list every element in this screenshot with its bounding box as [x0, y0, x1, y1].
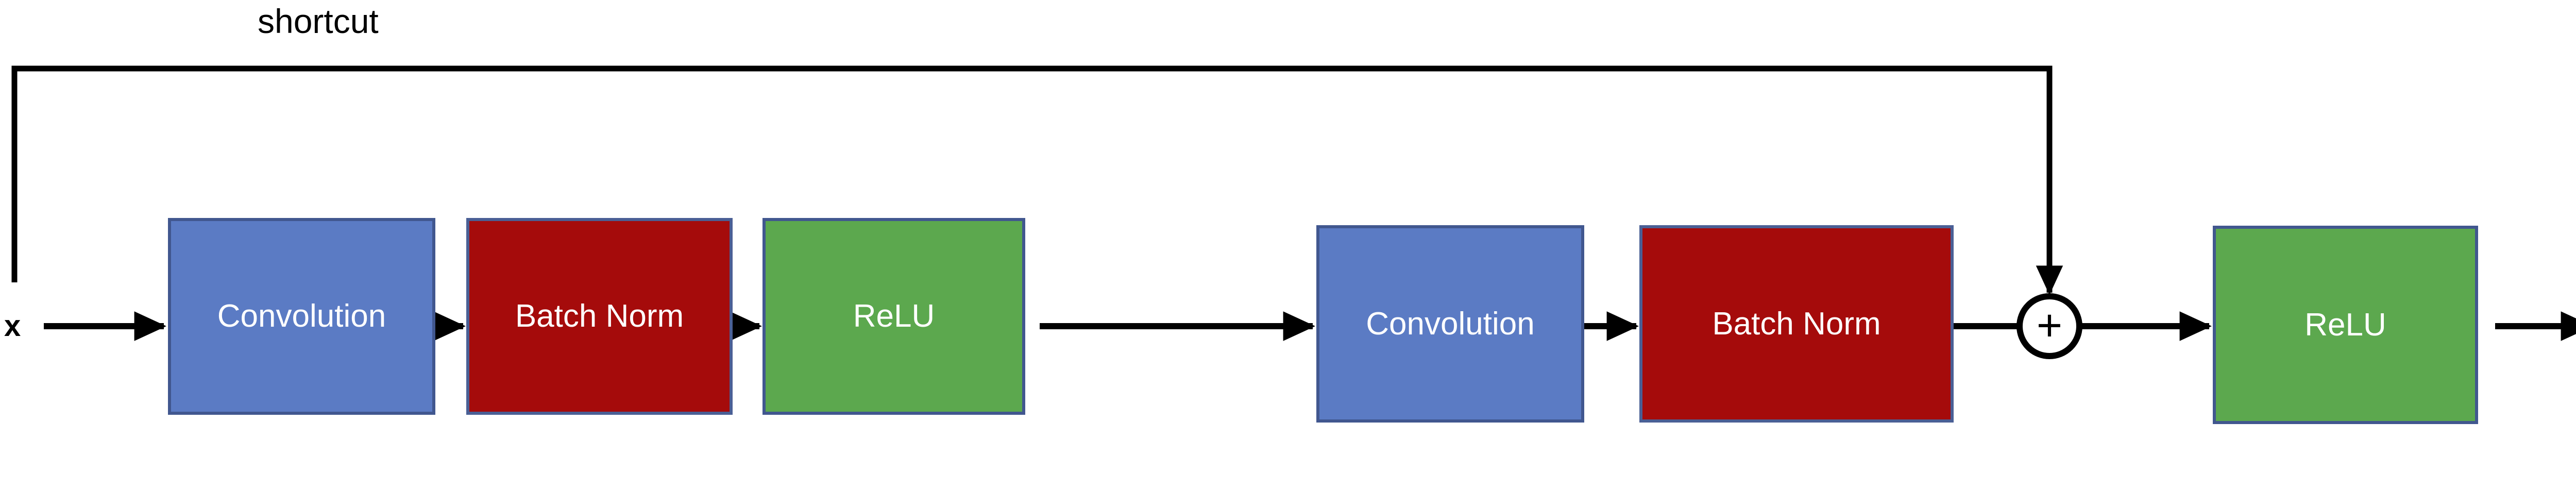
node-batchnorm-2[interactable]: Batch Norm	[1639, 225, 1954, 423]
node-batchnorm-1[interactable]: Batch Norm	[466, 218, 733, 415]
node-convolution-2-label: Convolution	[1366, 306, 1535, 342]
node-relu-2[interactable]: ReLU	[2213, 226, 2478, 424]
node-convolution-1[interactable]: Convolution	[168, 218, 435, 415]
node-relu-2-label: ReLU	[2304, 307, 2386, 343]
node-batchnorm-1-label: Batch Norm	[515, 298, 684, 334]
node-convolution-2[interactable]: Convolution	[1316, 225, 1584, 423]
input-label: x	[4, 309, 21, 343]
shortcut-label: shortcut	[258, 2, 379, 40]
node-relu-1[interactable]: ReLU	[762, 218, 1025, 415]
adder-plus-icon: +	[2036, 300, 2063, 350]
node-convolution-1-label: Convolution	[217, 298, 386, 334]
edge-shortcut	[11, 65, 2063, 295]
node-batchnorm-2-label: Batch Norm	[1712, 306, 1881, 342]
node-relu-1-label: ReLU	[853, 298, 935, 334]
